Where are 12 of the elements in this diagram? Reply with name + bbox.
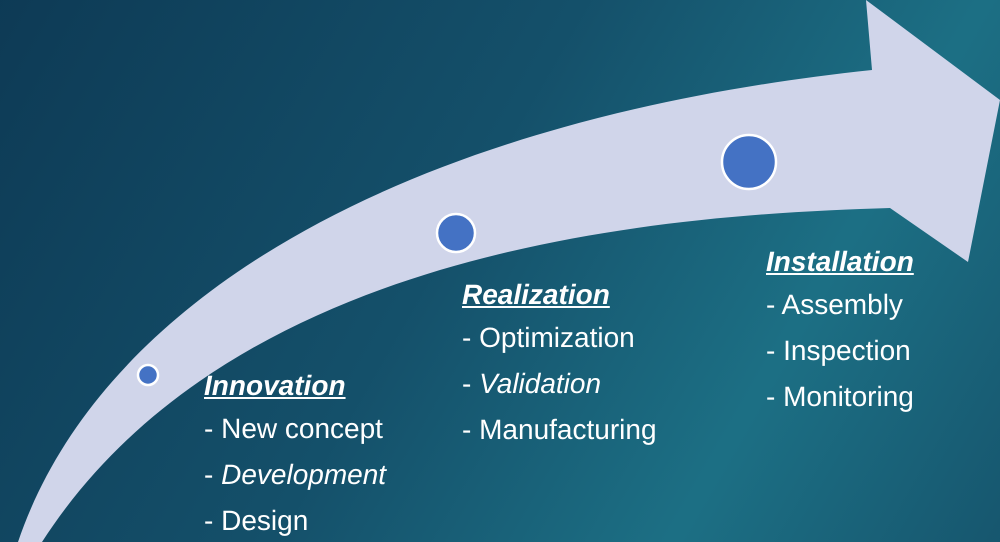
stage-item: - Development [204, 458, 386, 492]
stage-heading: Realization [462, 278, 611, 312]
stage-item: - Monitoring [766, 380, 914, 414]
stage-item: - New concept [204, 412, 384, 446]
stage-item: - Validation [462, 367, 602, 401]
stage-heading: Innovation [204, 369, 347, 403]
stage-item: - Inspection [766, 334, 912, 368]
stage-item: - Optimization [462, 321, 636, 355]
stage-heading: Installation [766, 245, 914, 279]
stage-item: - Design [204, 504, 310, 538]
stage-item: - Manufacturing [462, 413, 657, 447]
stage-item: - Assembly [766, 288, 904, 322]
